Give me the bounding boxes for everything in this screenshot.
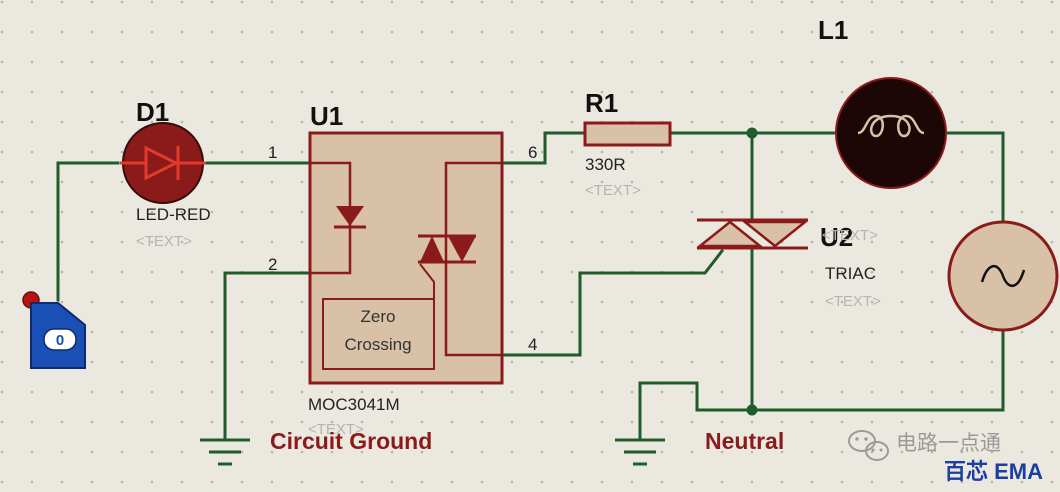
ground-circuit [200,438,250,466]
d1-text-label: <TEXT> [136,233,192,250]
resistor-r1[interactable] [583,121,672,147]
watermark: 电路一点通 百芯 EMA [848,430,1043,484]
junction-top [746,127,758,139]
sine-wave-icon [980,265,1026,287]
u1-triac-tri-right [448,236,476,262]
circuit-ground-label: Circuit Ground [270,428,432,454]
wire-pin4-to-gate [500,248,725,357]
lamp-filament-icon [857,114,925,138]
triac-u2[interactable] [696,218,809,250]
u1-triac-tri-left [420,236,444,262]
probe-state-value: 0 [56,332,64,349]
u2-text2-label: <TEXT> [825,293,881,310]
u1-value-label: MOC3041M [308,395,400,414]
r1-value-label: 330R [585,155,626,174]
u1-pin6-label: 6 [528,143,537,162]
led-d1[interactable] [120,122,206,204]
d1-value-label: LED-RED [136,205,211,224]
r1-body [583,121,672,147]
wire-pin6-to-r1 [500,131,587,165]
triac-tri-left [696,220,764,248]
watermark-brand-text: 百芯 EMA [944,459,1043,484]
u1-led-triangle [336,206,364,226]
wire-pin2-to-ground [223,271,312,442]
u1-pin4-label: 4 [528,335,537,354]
wire-lamp-to-source [945,131,1005,224]
r1-text-label: <TEXT> [585,182,641,199]
optocoupler-u1[interactable]: Zero Crossing [308,131,504,385]
u1-pin2-label: 2 [268,255,277,274]
u1-gate-line [419,263,435,298]
ground-neutral [615,438,665,466]
neutral-label: Neutral [705,428,784,454]
u2-text1-label: <TEXT> [822,227,878,244]
wire-probe-to-d1 [56,161,120,302]
zero-crossing-line2: Crossing [344,335,411,354]
u1-triac-loop [444,161,502,357]
triac-tri-right [741,220,809,248]
u1-text-label: <TEXT> [308,421,364,438]
r1-ref-label: R1 [585,88,618,118]
wires [56,127,1005,442]
probe-state-pill [43,328,77,351]
d1-ref-label: D1 [136,97,169,127]
u1-pin1-label: 1 [268,143,277,162]
u2-ref-label: U2 [820,222,853,252]
lamp-body [835,77,947,189]
wire-source-to-neutral [638,328,1005,442]
watermark-channel-text: 电路一点通 [896,432,1001,455]
logic-state-probe[interactable]: 0 [22,291,86,369]
ac-source[interactable] [947,220,1059,332]
lamp-l1[interactable] [835,77,947,189]
l1-ref-label: L1 [818,15,848,45]
junction-bottom [746,404,758,416]
zero-crossing-block [322,298,435,370]
u1-ref-label: U1 [310,101,343,131]
zero-crossing-line1: Zero [361,307,396,326]
wechat-icon [848,430,889,461]
u2-value-label: TRIAC [825,264,876,283]
